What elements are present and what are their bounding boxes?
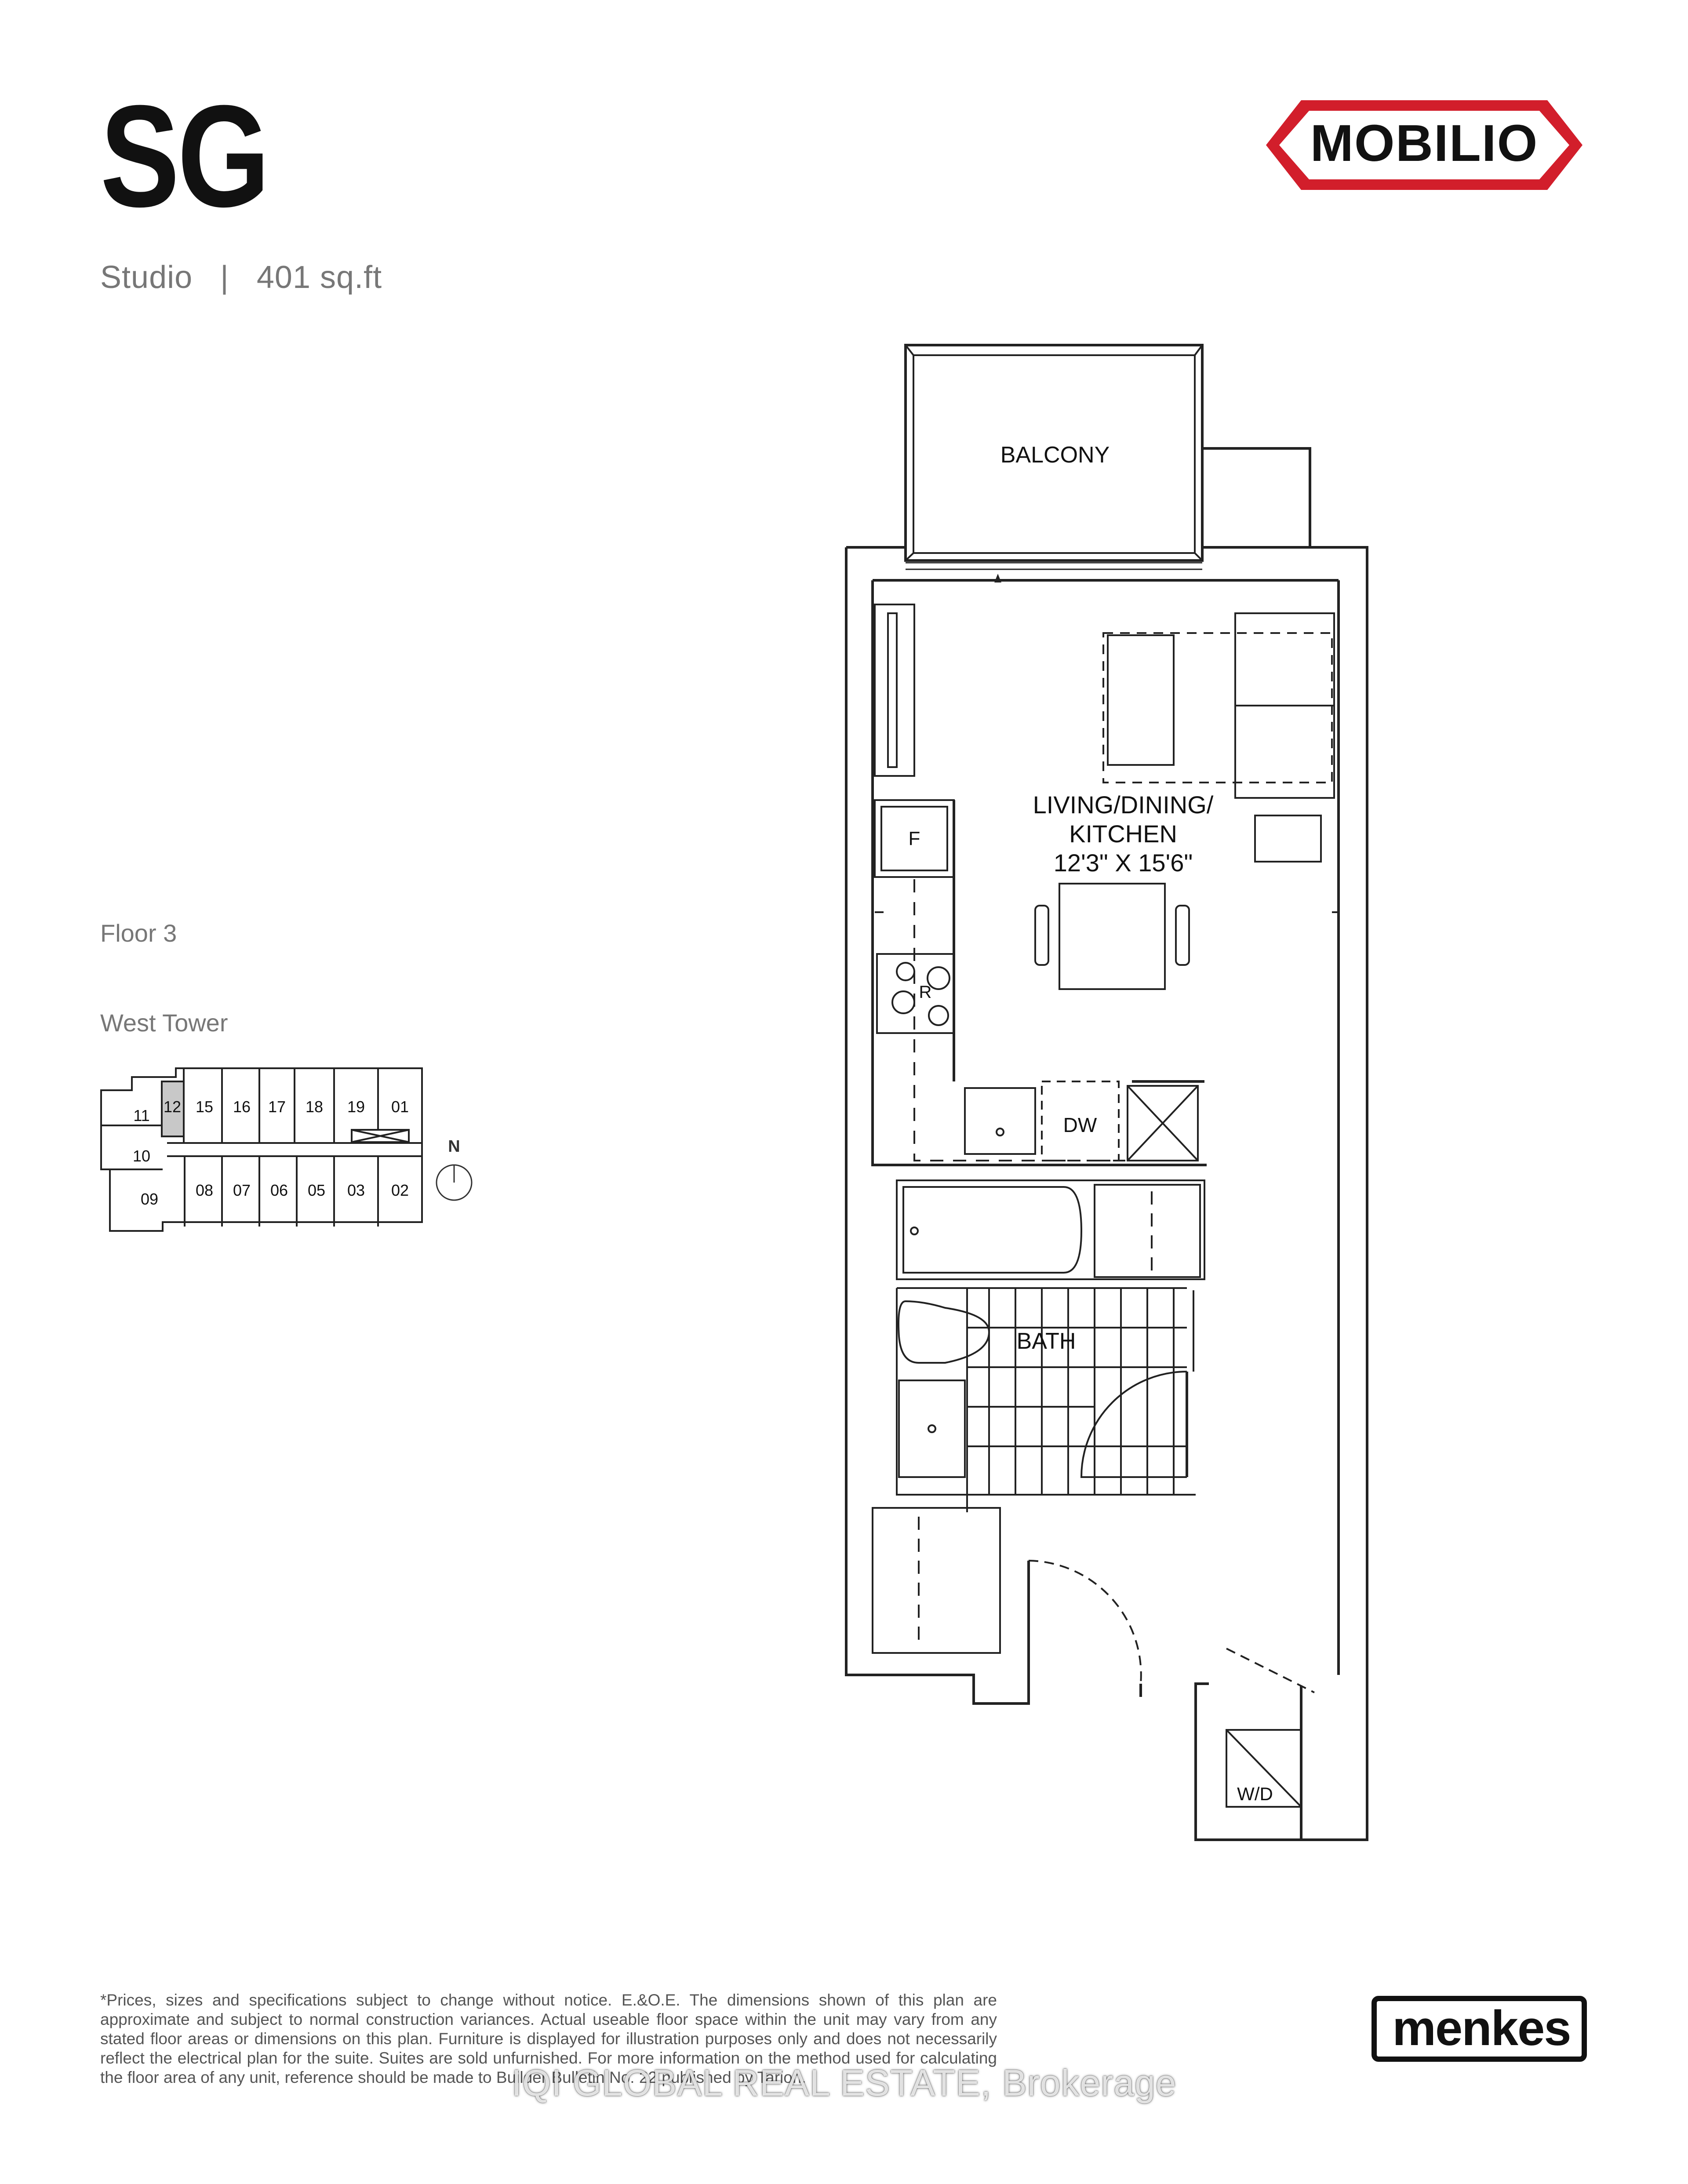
keyplan-unit-16: 16	[233, 1098, 251, 1116]
keyplan-unit-01: 01	[391, 1098, 409, 1116]
mobilio-logo: MOBILIO	[1266, 100, 1582, 190]
side-table	[1254, 815, 1322, 863]
closet	[872, 1507, 1001, 1654]
dining-table	[1059, 883, 1166, 990]
bathtub	[902, 1186, 1083, 1274]
keyplan-unit-07: 07	[233, 1181, 251, 1199]
closet-box	[1127, 1085, 1199, 1161]
vanity-sink	[898, 1380, 966, 1478]
keyplan-unit-11: 11	[133, 1107, 149, 1125]
range	[876, 953, 955, 1034]
keyplan-unit-02: 02	[391, 1181, 409, 1199]
living-label-line2: KITCHEN	[1069, 820, 1177, 848]
balcony	[904, 344, 1204, 562]
menkes-logo-text: menkes	[1392, 2001, 1570, 2056]
keyplan-unit-09: 09	[141, 1190, 158, 1208]
subtitle-separator: |	[220, 260, 229, 295]
living-dimensions: 12'3" X 15'6"	[1054, 849, 1193, 877]
floor-label: Floor 3	[100, 919, 177, 947]
balcony-label: BALCONY	[1000, 442, 1110, 468]
keyplan-unit-08: 08	[196, 1181, 213, 1199]
keyplan-unit-18: 18	[306, 1098, 323, 1116]
unit-type: Studio	[100, 260, 193, 295]
washer-dryer	[1226, 1729, 1302, 1808]
entry-door-swing	[1028, 1560, 1142, 1684]
fridge	[874, 799, 955, 878]
north-label: N	[448, 1137, 460, 1156]
washer-dryer-label: W/D	[1237, 1784, 1273, 1804]
bath-label: BATH	[1017, 1329, 1076, 1354]
keyplan-unit-10: 10	[133, 1147, 150, 1165]
unit-title: SG	[100, 75, 270, 237]
dining-chair-right	[1175, 905, 1190, 966]
disclaimer: *Prices, sizes and specifications subjec…	[100, 1991, 997, 2086]
dishwasher-label: DW	[1063, 1114, 1097, 1136]
unit-subtitle: Studio | 401 sq.ft	[100, 259, 382, 295]
key-plan: 12 15 16 17 18 19 01 08 07 06 05 03 02 1…	[100, 1067, 473, 1232]
keyplan-unit-19: 19	[347, 1098, 365, 1116]
dining-chair-left	[1034, 905, 1049, 966]
fridge-label: F	[909, 828, 920, 849]
media-console	[874, 604, 915, 777]
area-rug	[1102, 632, 1333, 783]
keyplan-unit-12: 12	[164, 1098, 181, 1116]
range-label: R	[919, 983, 932, 1002]
dishwasher	[1041, 1081, 1120, 1161]
mobilio-logo-text: MOBILIO	[1310, 114, 1539, 172]
keyplan-unit-03: 03	[347, 1181, 365, 1199]
keyplan-unit-06: 06	[270, 1181, 288, 1199]
living-label-line1: LIVING/DINING/	[1033, 791, 1214, 819]
tower-label: West Tower	[100, 1009, 228, 1037]
unit-area: 401 sq.ft	[256, 260, 382, 295]
menkes-logo: menkes	[1372, 1996, 1587, 2062]
keyplan-unit-17: 17	[268, 1098, 286, 1116]
kitchen-sink	[964, 1087, 1036, 1155]
coffee-table	[1107, 634, 1175, 766]
keyplan-unit-15: 15	[196, 1098, 213, 1116]
watermark: IQI GLOBAL REAL ESTATE, Brokerage	[511, 2062, 1177, 2104]
keyplan-unit-05: 05	[308, 1181, 325, 1199]
toilet	[898, 1300, 990, 1364]
